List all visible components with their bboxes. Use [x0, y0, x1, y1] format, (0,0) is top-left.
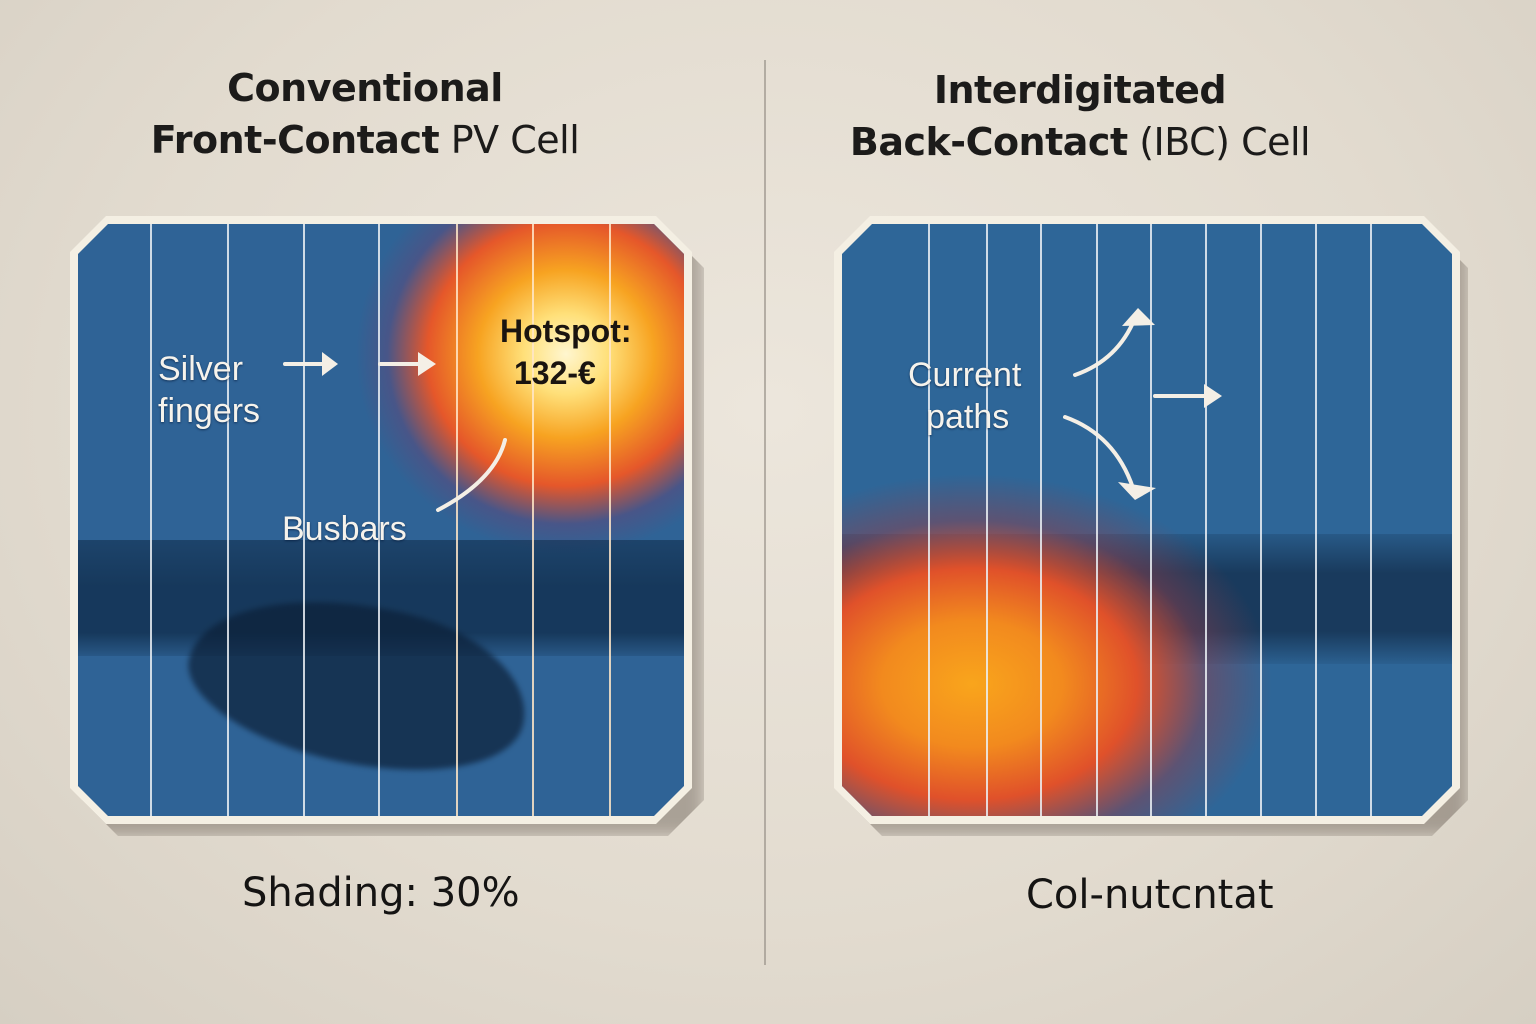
back-contact-line: [1096, 224, 1098, 816]
right-title: Interdigitated Back-Contact (IBC) Cell: [820, 64, 1340, 168]
silver-finger: [303, 224, 305, 816]
back-contact-line: [1205, 224, 1207, 816]
left-pv-cell: [70, 216, 692, 824]
silver-finger: [378, 224, 380, 816]
silver-finger: [456, 224, 458, 816]
silver-finger: [150, 224, 152, 816]
silver-finger: [532, 224, 534, 816]
current-paths-label-line1: Current: [908, 356, 1022, 394]
right-cell-surface: [842, 224, 1452, 816]
hotspot-label: Hotspot: 132-€: [500, 310, 632, 394]
left-title-line2: Front-Contact PV Cell: [150, 118, 580, 162]
current-paths-label: Current paths: [908, 354, 1021, 438]
left-caption: Shading: 30%: [242, 870, 520, 916]
current-paths-label-line2: paths: [926, 398, 1010, 436]
silver-fingers-label: Silver fingers: [158, 348, 260, 432]
arrow-up-curve-icon: [1073, 316, 1137, 377]
hotspot-temperature: 132-€: [514, 355, 596, 391]
busbars-label: Busbars: [282, 510, 407, 548]
right-ibc-cell: [834, 216, 1460, 824]
busbar-pointer-icon: [436, 438, 507, 512]
left-cell-surface: [78, 224, 684, 816]
hotspot-label-line1: Hotspot:: [500, 313, 632, 349]
back-contact-line: [1040, 224, 1042, 816]
silver-finger: [227, 224, 229, 816]
right-title-line2: Back-Contact (IBC) Cell: [849, 120, 1311, 164]
left-title: Conventional Front-Contact PV Cell: [100, 62, 630, 166]
right-title-line1: Interdigitated: [933, 68, 1227, 112]
back-contact-line: [1150, 224, 1152, 816]
silver-finger: [609, 224, 611, 816]
back-contact-line: [928, 224, 930, 816]
panel-divider: [764, 60, 766, 965]
right-caption: Col-nutcntat: [1026, 872, 1274, 918]
silver-fingers-label-line1: Silver: [158, 350, 244, 388]
back-contact-line: [1370, 224, 1372, 816]
arrow-down-curve-icon: [1063, 415, 1135, 490]
back-contact-line: [986, 224, 988, 816]
back-contact-line: [1315, 224, 1317, 816]
left-title-line1: Conventional: [227, 66, 503, 110]
silver-fingers-label-line2: fingers: [158, 392, 261, 430]
back-contact-line: [1260, 224, 1262, 816]
